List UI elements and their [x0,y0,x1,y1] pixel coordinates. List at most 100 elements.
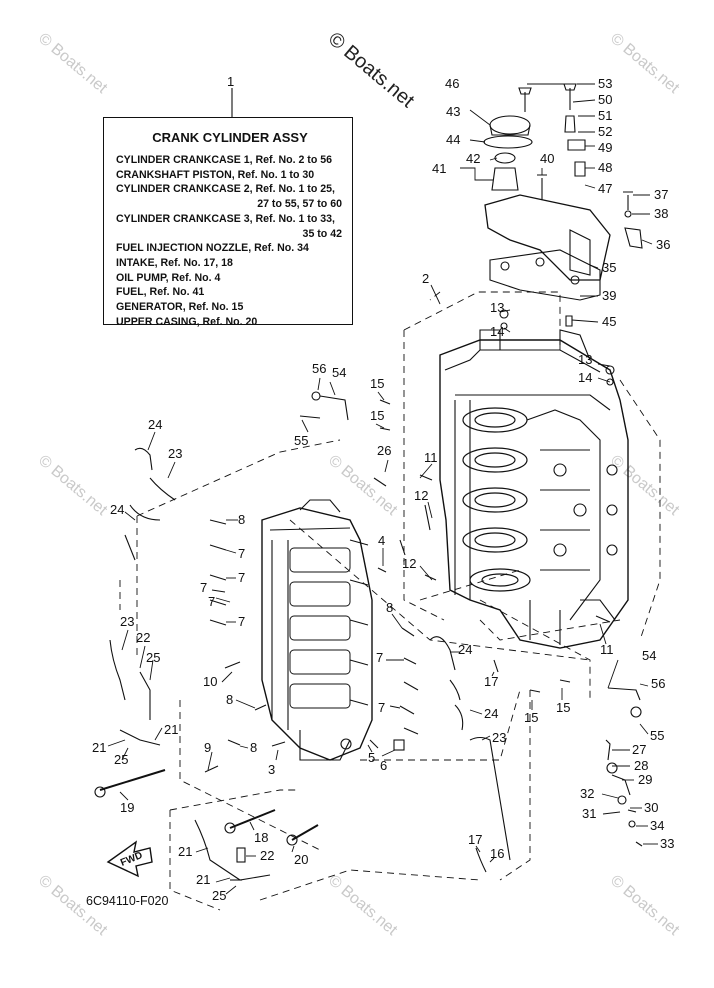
callout: 38 [654,206,668,221]
callout: 36 [656,237,670,252]
callout: 51 [598,108,612,123]
hose-assembly-right [299,391,643,873]
callout: 16 [490,846,504,861]
hose-assembly-left [94,447,319,881]
callout: 7 [238,570,245,585]
callout: 40 [540,151,554,166]
callout: 41 [432,161,446,176]
callout: 13 [578,352,592,367]
legend-line: UPPER CASING, Ref. No. 20 [116,315,258,328]
callout: 55 [294,433,308,448]
callout: 56 [651,676,665,691]
callout: 9 [204,740,211,755]
callout: 23 [120,614,134,629]
callout: 54 [642,648,656,663]
callout: 53 [598,76,612,91]
callout: 19 [120,800,134,815]
callout: 23 [492,730,506,745]
callout: 11 [600,642,614,657]
callout: 4 [378,533,385,548]
callout: 20 [294,852,308,867]
legend-line: FUEL, Ref. No. 41 [116,286,205,299]
callout: 42 [466,151,480,166]
callout: 10 [203,674,217,689]
callout: 17 [468,832,482,847]
callout: 7 [238,614,245,629]
callout: 25 [212,888,226,903]
callout: 55 [650,728,664,743]
callout: 14 [490,324,504,339]
legend-line: CYLINDER CRANKCASE 1, Ref. No. 2 to 56 [116,154,333,166]
callout: 43 [446,104,460,119]
legend-line: FUEL INJECTION NOZZLE, Ref. No. 34 [116,242,309,255]
assembly-legend: CRANK CYLINDER ASSY CYLINDER CRANKCASE 1… [103,117,353,328]
callout: 54 [332,365,346,380]
callout: 24 [148,417,162,432]
callout: 25 [114,752,128,767]
callout: 28 [634,758,648,773]
callout: 48 [598,160,612,175]
callout: 15 [370,376,384,391]
callout: 7 [208,594,215,609]
callout: 24 [458,642,472,657]
legend-line: 27 to 55, 57 to 60 [257,198,342,211]
callout: 32 [580,786,594,801]
callout: 21 [92,740,106,755]
callout: 24 [484,706,498,721]
callout: 35 [602,260,616,275]
callout: 15 [524,710,538,725]
callout: 15 [370,408,384,423]
callout: 56 [312,361,326,376]
callout: 29 [638,772,652,787]
callout: 39 [602,288,616,303]
legend-line: INTAKE, Ref. No. 17, 18 [116,256,233,269]
callout: 21 [164,722,178,737]
callout: 8 [386,600,393,615]
callout: 12 [414,488,428,503]
forward-direction-arrow [106,840,153,878]
callout: 26 [377,443,391,458]
callout: 7 [378,700,385,715]
callout: 22 [260,848,274,863]
crankcase-block-right [439,329,629,649]
callout: 22 [136,630,150,645]
fwd-label: FWD [119,850,144,869]
callout: 7 [238,546,245,561]
callout: 45 [602,314,616,329]
callout: 52 [598,124,612,139]
callout: 11 [424,450,438,465]
callout: 50 [598,92,612,107]
callout: 31 [582,806,596,821]
callout: 27 [632,742,646,757]
callout: 2 [422,271,429,286]
legend-line: GENERATOR, Ref. No. 15 [116,301,244,314]
legend-line: CYLINDER CRANKCASE 2, Ref. No. 1 to 25, [116,183,335,196]
callout: 44 [446,132,460,147]
diagram-code: 6C94110-F020 [86,894,169,908]
callout: 49 [598,140,612,155]
callout: 33 [660,836,674,851]
callout: 8 [250,740,257,755]
callout: 12 [402,556,416,571]
callout: 7 [200,580,207,595]
callout: 37 [654,187,668,202]
callout: 8 [226,692,233,707]
callout: 5 [368,750,375,765]
legend-line: OIL PUMP, Ref. No. 4 [116,271,221,284]
callout: 8 [238,512,245,527]
callout: 24 [110,502,124,517]
callout: 15 [556,700,570,715]
legend-line: CYLINDER CRANKCASE 3, Ref. No. 1 to 33, [116,212,335,225]
callout: 47 [598,181,612,196]
callout-legend: 1 [227,74,234,89]
top-cover-assembly [483,83,643,386]
callout-numbers: 1 46 53 50 43 51 52 44 49 42 40 48 41 47… [92,74,674,903]
callout: 13 [490,300,504,315]
callout: 21 [178,844,192,859]
callout-leaders [107,83,658,895]
callout: 3 [268,762,275,777]
legend-title: CRANK CYLINDER ASSY [152,130,308,145]
callout: 25 [146,650,160,665]
